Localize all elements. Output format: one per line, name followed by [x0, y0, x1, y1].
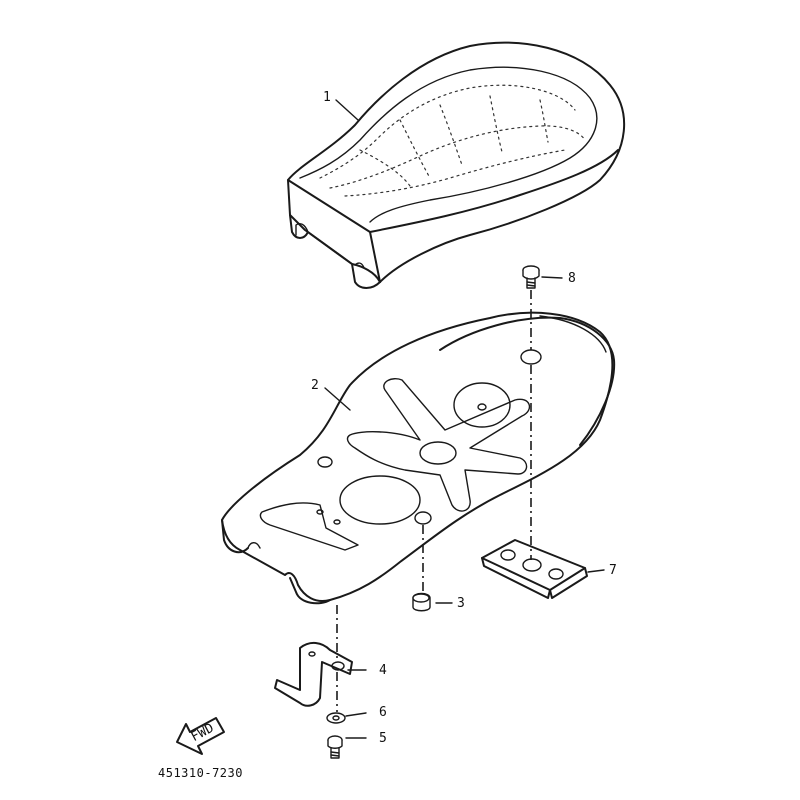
callout-2: 2 — [311, 378, 319, 393]
seat-cushion — [287, 41, 626, 289]
grommet-3 — [412, 592, 431, 612]
callout-labels: 1 2 3 4 5 6 7 8 — [311, 90, 617, 746]
callout-1: 1 — [323, 90, 331, 105]
bolt-5 — [327, 735, 343, 759]
leader-lines — [324, 99, 605, 739]
callout-5: 5 — [379, 731, 387, 746]
fwd-arrow-icon: FWD — [176, 717, 225, 755]
assembly-lines — [336, 290, 532, 712]
callout-7: 7 — [609, 563, 617, 578]
bracket-4 — [274, 642, 353, 707]
callout-3: 3 — [457, 596, 465, 611]
seat-base — [221, 311, 616, 605]
callout-4: 4 — [379, 663, 387, 678]
bracket-plate-7 — [481, 539, 588, 599]
washer-6 — [326, 712, 346, 724]
diagram-code: 451310-7230 — [158, 766, 243, 780]
bolt-8 — [522, 265, 540, 289]
callout-6: 6 — [379, 705, 387, 720]
callout-8: 8 — [568, 271, 576, 286]
